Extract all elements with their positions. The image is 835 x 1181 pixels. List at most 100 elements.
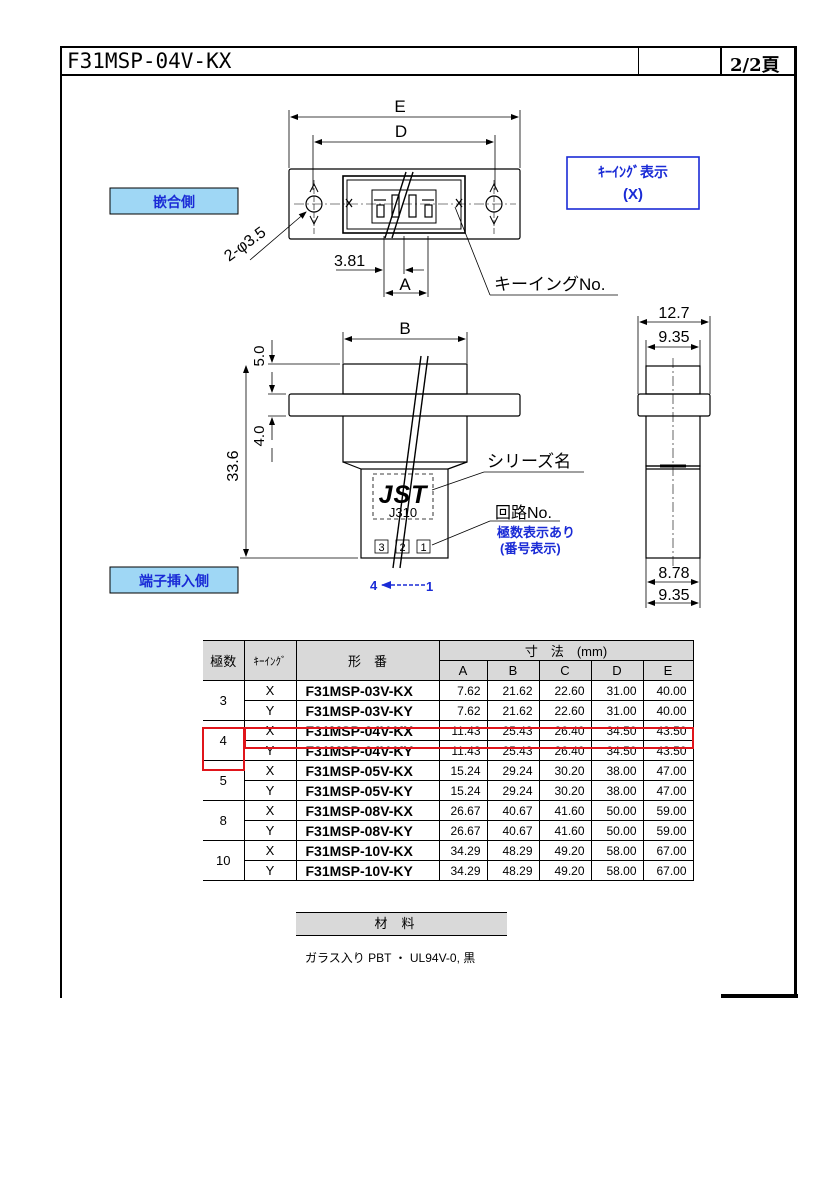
dimension-cell: 21.62 (486, 680, 540, 701)
arrow-label-right: 1 (426, 579, 433, 594)
col-dim-label: D (590, 660, 644, 681)
dimension-cell: 31.00 (590, 680, 644, 701)
model-cell: F31MSP-05V-KY (295, 780, 440, 801)
model-cell: F31MSP-10V-KX (295, 840, 440, 861)
model-cell: F31MSP-04V-KY (295, 740, 440, 761)
dim-e: E (394, 97, 405, 116)
dimension-cell: 34.29 (438, 860, 488, 881)
keying-cell: X (243, 840, 297, 861)
polarity-note: 極数表示あり (496, 525, 575, 540)
part-number-title: F31MSP-04V-KX (67, 49, 232, 73)
material-heading: 材料 (296, 912, 507, 936)
dim-4-0: 4.0 (251, 426, 268, 447)
keying-cell: Y (243, 700, 297, 721)
highlight-poles (202, 727, 245, 771)
dimension-cell: 47.00 (642, 760, 694, 781)
col-keying: ｷｰｲﾝｸﾞ (243, 640, 297, 681)
terminal-insertion-text: 端子挿入側 (139, 573, 209, 589)
dim-d: D (395, 122, 407, 141)
keying-cell: Y (243, 780, 297, 801)
polarity-note-sub: (番号表示) (500, 541, 561, 556)
jst-sub: J310 (389, 505, 417, 520)
dim-33-6: 33.6 (225, 450, 242, 481)
dimension-cell: 38.00 (590, 780, 644, 801)
dimension-cell: 26.67 (438, 800, 488, 821)
dimension-cell: 58.00 (590, 860, 644, 881)
dim-5-0: 5.0 (251, 346, 268, 367)
dim-8-78: 8.78 (658, 565, 689, 582)
dimension-cell: 48.29 (486, 840, 540, 861)
title-block: F31MSP-04V-KX 2/2頁 (60, 46, 797, 76)
keying-display-code: (X) (623, 186, 643, 203)
dimension-cell: 59.00 (642, 820, 694, 841)
dimension-cell: 30.20 (538, 760, 592, 781)
dimension-cell: 15.24 (438, 760, 488, 781)
dimension-cell: 41.60 (538, 800, 592, 821)
material-text: ガラス入り PBT ・ UL94V-0, 黒 (305, 951, 476, 965)
dimension-cell: 15.24 (438, 780, 488, 801)
dimension-cell: 21.62 (486, 700, 540, 721)
table-subheader-row: A B C D E (203, 660, 694, 681)
model-cell: F31MSP-05V-KX (295, 760, 440, 781)
col-dim-label: A (438, 660, 488, 681)
drawing-frame (60, 46, 797, 998)
keying-cell: Y (243, 860, 297, 881)
terminal-insertion-label: 端子挿入側 (109, 566, 239, 594)
dimension-cell: 34.29 (438, 840, 488, 861)
dimension-cell: 47.00 (642, 780, 694, 801)
dimension-cell: 7.62 (438, 680, 488, 701)
dimension-cell: 58.00 (590, 840, 644, 861)
mating-side-label: 嵌合側 (109, 187, 239, 215)
keying-cell: X (243, 800, 297, 821)
dimension-cell: 50.00 (590, 820, 644, 841)
dimension-cell: 67.00 (642, 840, 694, 861)
dim-9-35-bottom: 9.35 (658, 587, 689, 604)
series-name-label: シリーズ名 (487, 452, 571, 471)
dimension-cell: 29.24 (486, 760, 540, 781)
keying-cell: Y (243, 820, 297, 841)
dimension-cell: 7.62 (438, 700, 488, 721)
top-view (249, 110, 618, 297)
col-dimensions: 寸 法 (mm) (438, 640, 694, 661)
dimension-cell: 40.00 (642, 680, 694, 701)
col-dim-label: E (642, 660, 694, 681)
side-view (637, 316, 711, 608)
dim-hole: 2-φ3.5 (221, 224, 269, 265)
page-number: 2/2頁 (730, 55, 780, 76)
col-model: 形 番 (295, 640, 440, 681)
dimension-cell: 49.20 (538, 840, 592, 861)
header-divider (720, 46, 722, 76)
keying-display-box: ｷｰｲﾝｸﾞ表示 (X) (566, 156, 700, 210)
model-cell: F31MSP-10V-KY (295, 860, 440, 881)
dimension-cell: 41.60 (538, 820, 592, 841)
arrow-label-left: 4 (370, 578, 378, 593)
poles-cell: 3 (203, 680, 245, 721)
connector-drawing: E D 2-φ3.5 3.81 A キーイングNo. 嵌合側 ｷｰｲﾝｸﾞ表示 … (109, 97, 711, 608)
dimension-cell: 59.00 (642, 800, 694, 821)
dimension-cell: 22.60 (538, 700, 592, 721)
poles-cell: 10 (203, 840, 245, 881)
poles-cell: 8 (203, 800, 245, 841)
dimension-cell: 22.60 (538, 680, 592, 701)
col-dim-label: C (538, 660, 592, 681)
col-dim-label: B (486, 660, 540, 681)
dimension-cell: 40.67 (486, 820, 540, 841)
model-cell: F31MSP-03V-KX (295, 680, 440, 701)
keying-display-text: ｷｰｲﾝｸﾞ表示 (598, 164, 668, 180)
frame-corner-mark (721, 994, 798, 998)
pin-number: 1 (420, 542, 426, 554)
table-header-row: 極数 ｷｰｲﾝｸﾞ 形 番 寸 法 (mm) (203, 640, 694, 681)
jst-logo: JST (379, 481, 430, 509)
model-cell: F31MSP-03V-KY (295, 700, 440, 721)
dimension-cell: 29.24 (486, 780, 540, 801)
model-cell: F31MSP-08V-KY (295, 820, 440, 841)
keying-cell: X (243, 760, 297, 781)
